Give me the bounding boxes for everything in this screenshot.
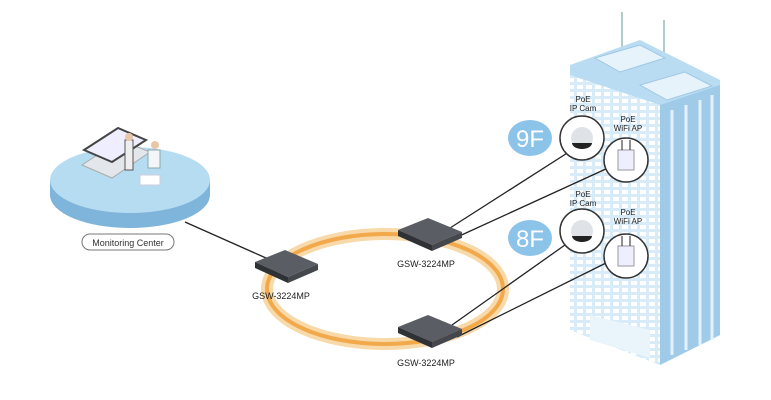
wifi-ap-8f: PoE WiFi AP [603,208,649,279]
switch-label: GSW-3224MP [397,358,455,368]
monitoring-center-text: Monitoring Center [92,238,164,248]
svg-text:WiFi AP: WiFi AP [614,124,642,133]
access-point-icon [617,149,635,171]
switch-left: GSW-3224MP [252,250,318,301]
wifi-ap-9f: PoE WiFi AP [603,115,649,183]
ip-camera-9f: PoE IP Cam [559,95,605,161]
ip-camera-8f: PoE IP Cam [559,190,605,254]
svg-text:PoE: PoE [575,95,590,104]
monitoring-center-label: Monitoring Center [81,233,175,251]
office-building [570,12,720,365]
svg-text:PoE: PoE [620,208,635,217]
svg-text:IP Cam: IP Cam [570,199,597,208]
svg-text:8F: 8F [516,226,544,253]
switch-top: GSW-3224MP [397,218,462,269]
access-point-icon [617,245,635,267]
svg-text:9F: 9F [516,126,544,153]
switch-bottom: GSW-3224MP [397,315,462,368]
floor-badge-8f: 8F [508,220,552,256]
svg-text:WiFi AP: WiFi AP [614,217,642,226]
switch-label: GSW-3224MP [252,291,310,301]
monitoring-center-platform [50,126,210,228]
switch-label: GSW-3224MP [397,259,455,269]
floor-badge-9f: 9F [508,120,552,156]
svg-text:PoE: PoE [620,115,635,124]
svg-text:IP Cam: IP Cam [570,104,597,113]
network-cables [184,149,609,338]
svg-text:PoE: PoE [575,190,590,199]
camera-icon [572,143,592,149]
camera-icon [572,236,592,242]
